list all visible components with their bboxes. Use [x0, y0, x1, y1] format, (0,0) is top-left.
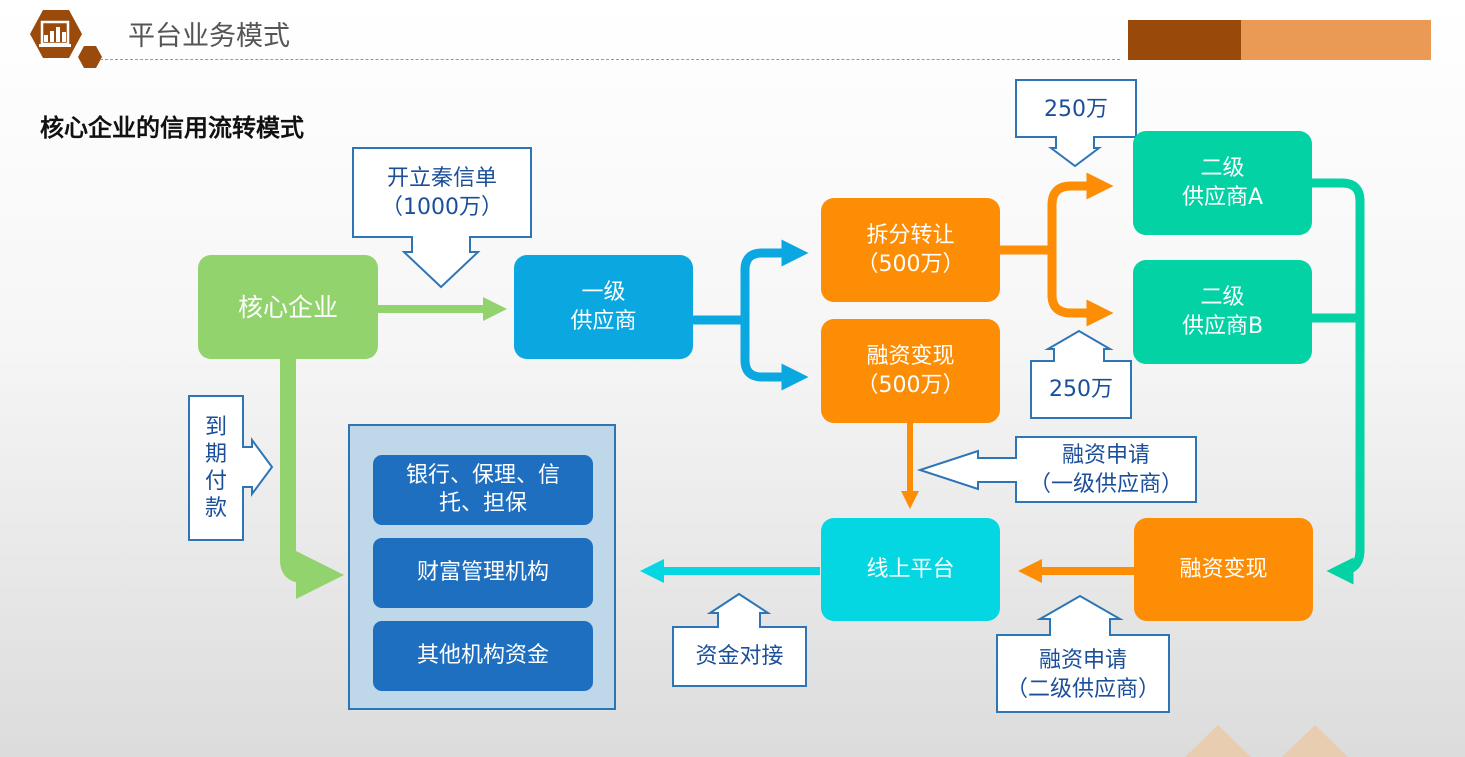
online-platform-node: 线上平台	[821, 518, 1000, 621]
institution-bank: 银行、保理、信 托、担保	[373, 455, 593, 525]
tier2-supplier-a-node: 二级 供应商A	[1133, 131, 1312, 235]
apply-tier2-callout: 融资申请 （二级供应商）	[1005, 648, 1160, 702]
title-divider	[100, 59, 1120, 60]
finance-tier2-node: 融资变现	[1134, 518, 1313, 621]
due-payment-callout: 到期付款	[204, 415, 227, 521]
tier1-supplier-node: 一级 供应商	[514, 255, 693, 359]
presentation-chart-icon	[30, 10, 102, 68]
page-title: 平台业务模式	[128, 21, 290, 52]
institution-other: 其他机构资金	[373, 621, 593, 691]
finance-cash-node: 融资变现 （500万）	[821, 319, 1000, 423]
core-enterprise-node: 核心企业	[198, 255, 378, 359]
accent-bar-light	[1241, 20, 1431, 60]
amount-a-callout: 250万	[1044, 96, 1108, 122]
diagram-subtitle: 核心企业的信用流转模式	[40, 114, 304, 142]
accent-bar-dark	[1128, 20, 1241, 60]
apply-tier1-callout: 融资申请 （一级供应商）	[1028, 442, 1183, 497]
institution-wealth: 财富管理机构	[373, 538, 593, 608]
tier2-supplier-b-node: 二级 供应商B	[1133, 260, 1312, 364]
fund-matching-callout: 资金对接	[695, 644, 784, 669]
amount-b-callout: 250万	[1049, 377, 1113, 402]
split-transfer-node: 拆分转让 （500万）	[821, 198, 1000, 302]
issue-note-callout: 开立秦信单 （1000万）	[381, 166, 503, 220]
